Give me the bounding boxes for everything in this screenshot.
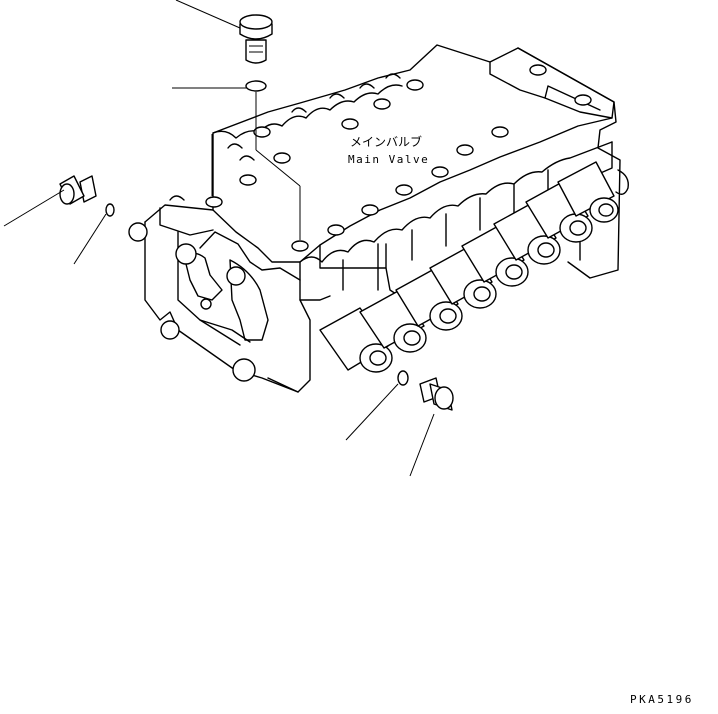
figure-code: PKA5196 bbox=[630, 693, 694, 706]
o-ring-bottom bbox=[397, 370, 409, 386]
top-face-holes bbox=[205, 64, 592, 252]
leader-lines bbox=[3, 0, 435, 477]
o-ring-left bbox=[105, 203, 115, 217]
part-name-jp: メインバルブ bbox=[350, 134, 422, 149]
spool-caps bbox=[319, 161, 619, 373]
main-valve-body bbox=[128, 44, 629, 393]
part-name-en: Main Valve bbox=[348, 153, 429, 166]
plug-bottom bbox=[419, 377, 454, 411]
bolt-left bbox=[59, 175, 97, 205]
o-ring-top bbox=[245, 80, 267, 92]
bolt-top bbox=[239, 14, 273, 64]
